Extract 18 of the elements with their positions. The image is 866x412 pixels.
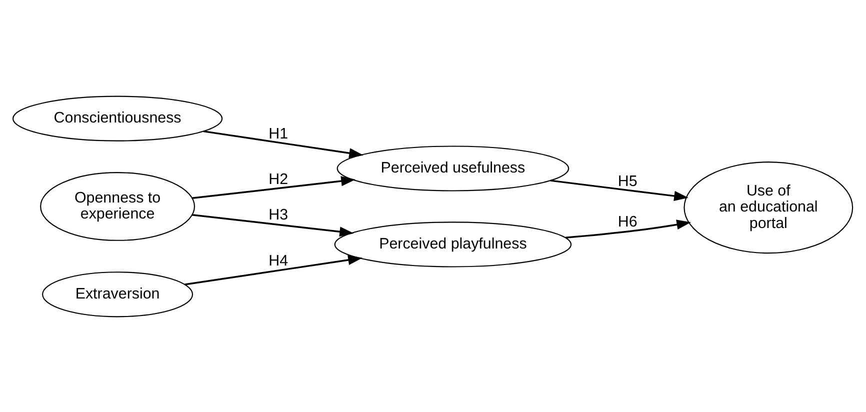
edge-label: H2 bbox=[268, 170, 288, 188]
arrow bbox=[203, 130, 364, 158]
node-ellipse: Conscientiousness bbox=[12, 95, 223, 141]
node-ellipse: Openness to experience bbox=[40, 172, 196, 240]
edge-label: H5 bbox=[618, 172, 638, 190]
node-ellipse: Use of an educational portal bbox=[684, 161, 854, 254]
arrow bbox=[550, 179, 688, 200]
arrow bbox=[192, 176, 356, 198]
edge-label: H1 bbox=[268, 124, 288, 142]
arrow bbox=[192, 214, 354, 236]
arrow bbox=[566, 219, 692, 238]
arrow bbox=[184, 254, 362, 285]
node-ellipse: Perceived playfulness bbox=[334, 221, 572, 267]
node-ellipse: Perceived usefulness bbox=[336, 145, 570, 191]
edge-label: H4 bbox=[268, 252, 288, 269]
node-ellipse: Extraversion bbox=[42, 271, 194, 317]
edge-label: H3 bbox=[268, 206, 288, 224]
edge-label: H6 bbox=[618, 212, 638, 230]
